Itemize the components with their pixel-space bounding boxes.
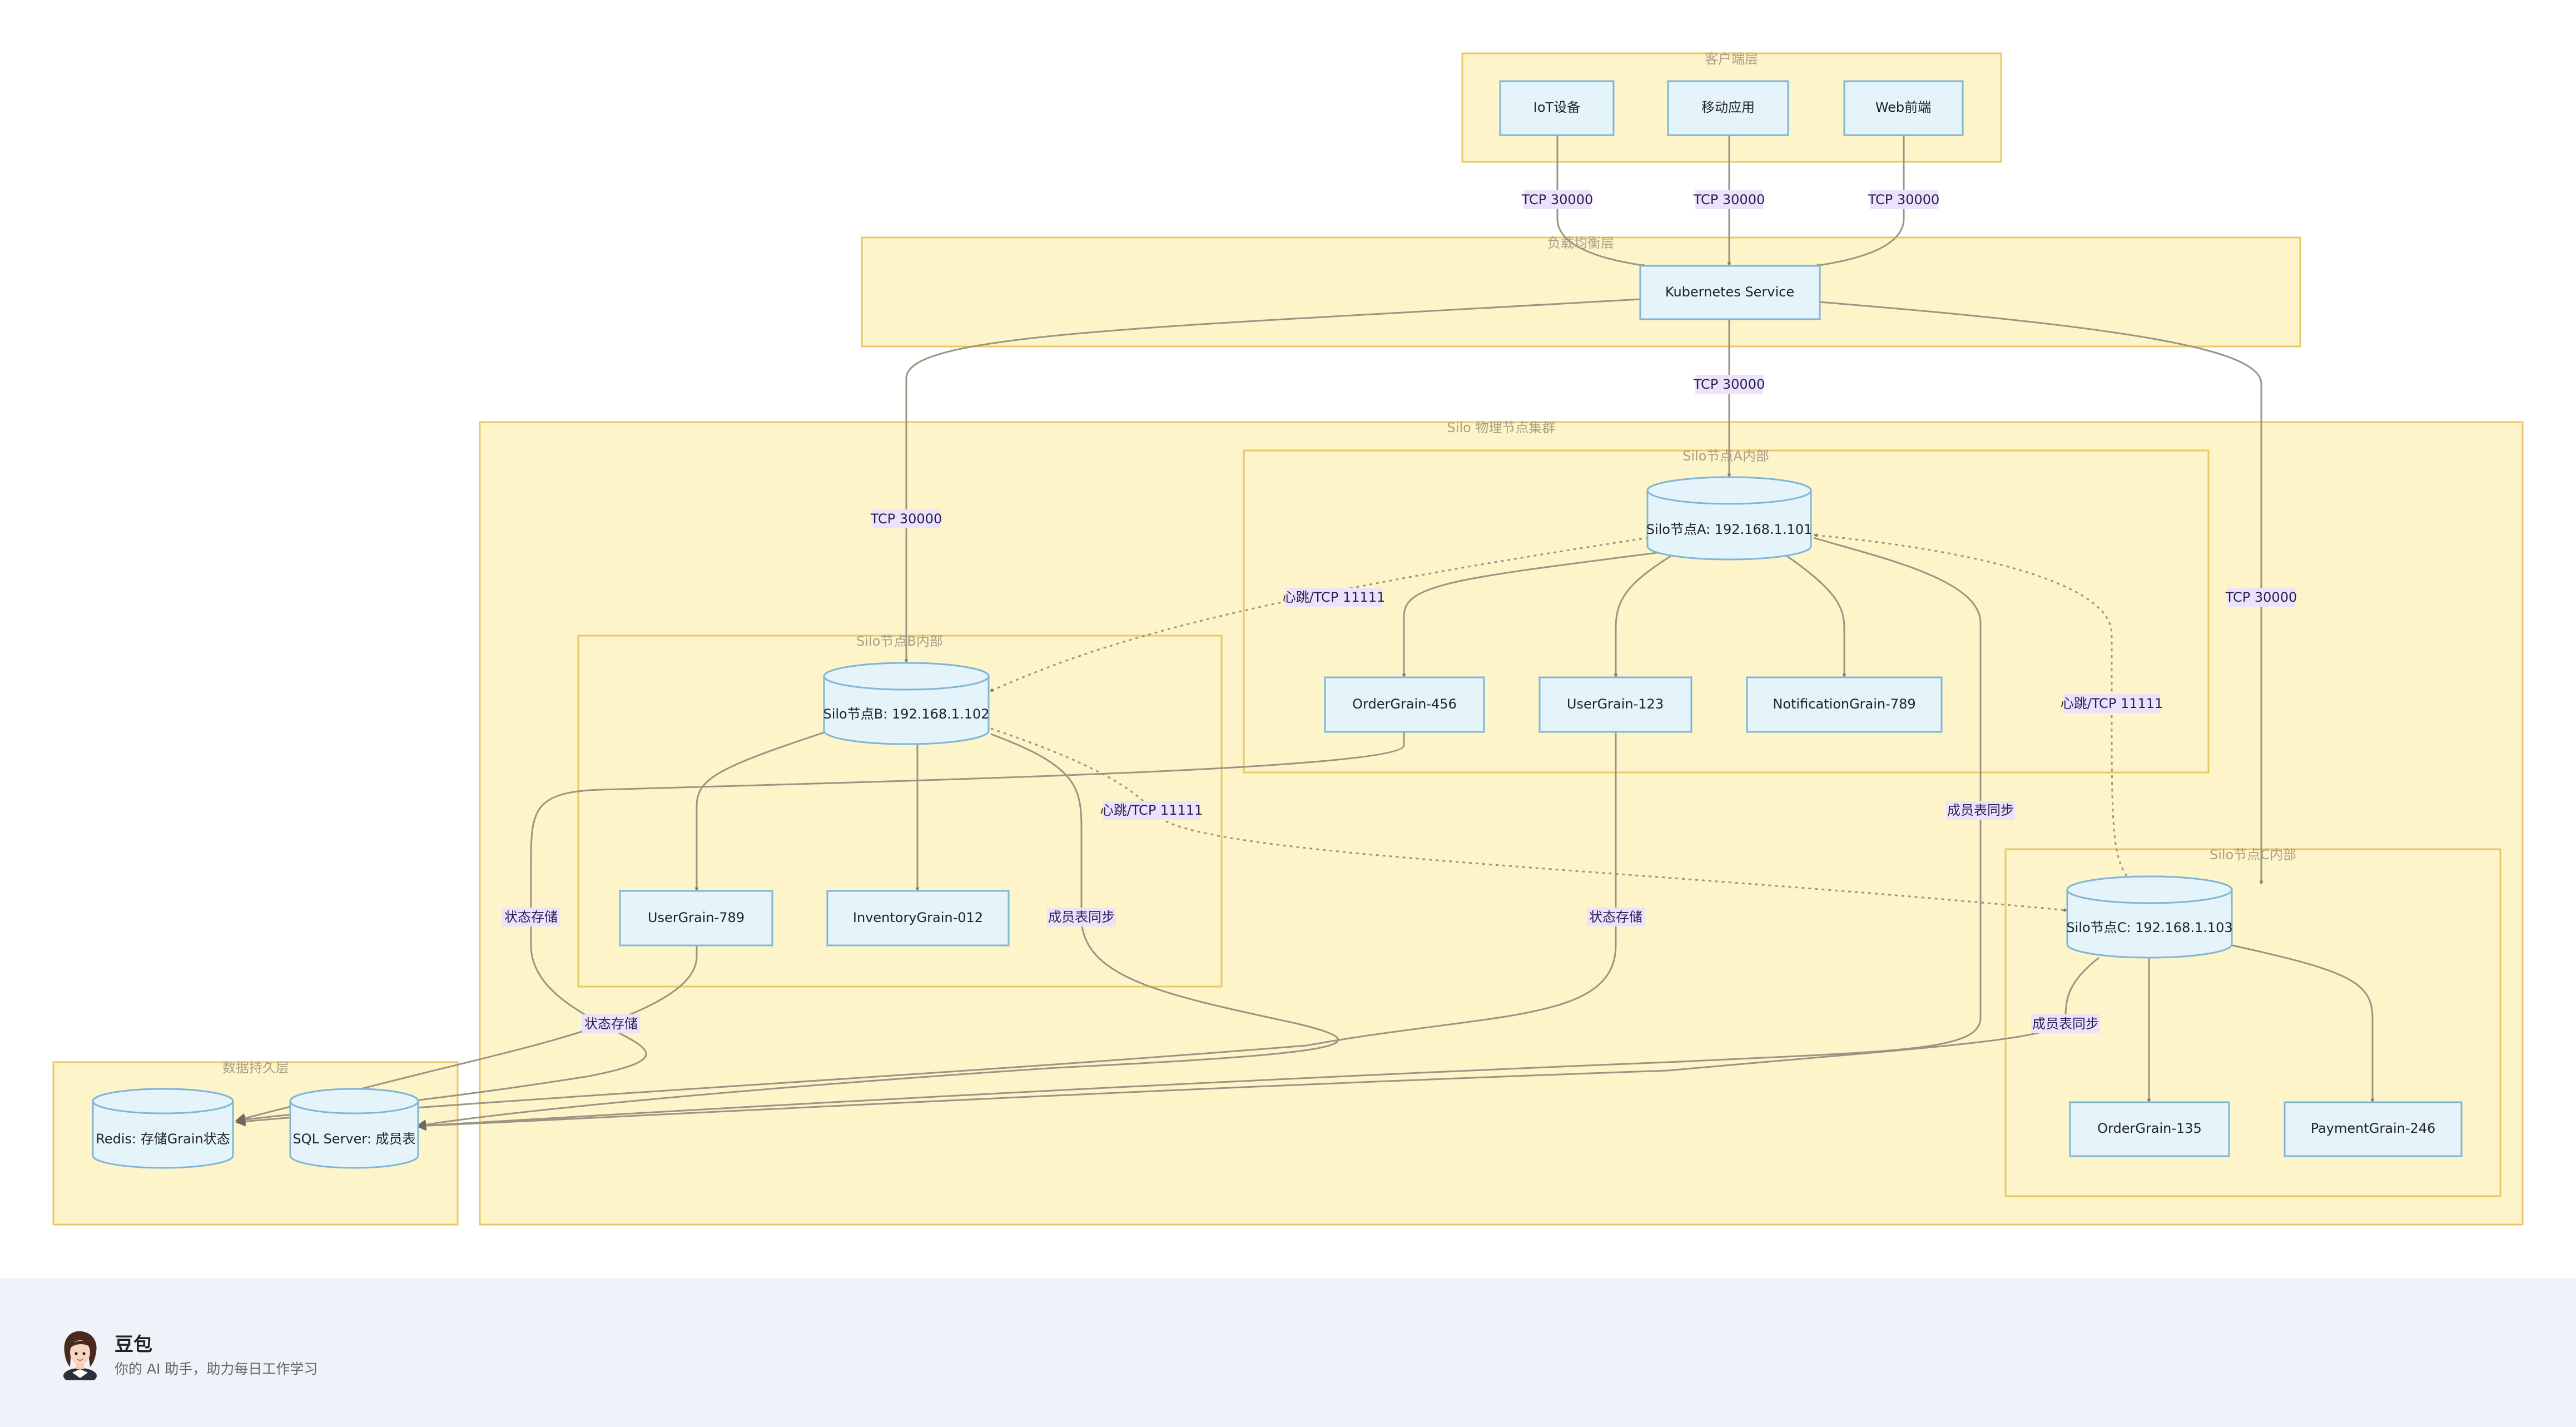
group-title-silo-b: Silo节点B内部 xyxy=(856,633,943,649)
edge-silo-a-order456 xyxy=(1402,551,1666,678)
node-k8s-service[interactable]: Kubernetes Service xyxy=(1639,265,1821,320)
footer-bar: 豆包 你的 AI 助手，助力每日工作学习 xyxy=(0,1278,2576,1427)
svg-text:Redis: 存储Grain状态: Redis: 存储Grain状态 xyxy=(96,1131,230,1147)
node-notification-grain-789[interactable]: NotificationGrain-789 xyxy=(1746,676,1943,733)
svg-text:成员表同步: 成员表同步 xyxy=(2032,1016,2099,1032)
svg-text:PaymentGrain-246: PaymentGrain-246 xyxy=(2311,1121,2436,1136)
node-user-grain-789[interactable]: UserGrain-789 xyxy=(619,890,773,947)
edge-label-member-a: 成员表同步 xyxy=(1946,801,2015,820)
node-payment-grain-246[interactable]: PaymentGrain-246 xyxy=(2284,1101,2463,1157)
edge-label-tcp-web: TCP 30000 xyxy=(1868,190,1939,209)
svg-text:成员表同步: 成员表同步 xyxy=(1048,909,1115,925)
svg-text:InventoryGrain-012: InventoryGrain-012 xyxy=(853,910,983,925)
group-title-silo-c: Silo节点C内部 xyxy=(2210,847,2296,863)
edge-silo-b-user789 xyxy=(694,729,833,891)
svg-text:心跳/TCP 11111: 心跳/TCP 11111 xyxy=(1100,802,1203,818)
svg-text:成员表同步: 成员表同步 xyxy=(1947,802,2014,818)
svg-text:TCP 30000: TCP 30000 xyxy=(1521,192,1593,207)
svg-text:TCP 30000: TCP 30000 xyxy=(2225,589,2297,605)
edge-label-tcp-iot: TCP 30000 xyxy=(1521,190,1593,209)
node-sql-server[interactable]: SQL Server: 成员表 xyxy=(289,1088,419,1169)
edge-silo-b-sql xyxy=(416,733,1339,1130)
svg-text:TCP 30000: TCP 30000 xyxy=(870,511,942,527)
svg-text:Silo节点C: 192.168.1.103: Silo节点C: 192.168.1.103 xyxy=(2066,920,2232,935)
edge-label-heartbeat-bc: 心跳/TCP 11111 xyxy=(1100,801,1203,820)
svg-text:心跳/TCP 11111: 心跳/TCP 11111 xyxy=(1283,589,1386,605)
svg-text:IoT设备: IoT设备 xyxy=(1533,100,1580,115)
edges xyxy=(235,135,2375,1131)
edge-label-tcp-mobile: TCP 30000 xyxy=(1693,190,1765,209)
svg-text:UserGrain-123: UserGrain-123 xyxy=(1567,696,1664,712)
edge-label-state-order456: 状态存储 xyxy=(502,908,560,926)
svg-text:状态存储: 状态存储 xyxy=(584,1016,638,1032)
edge-label-tcp-silo-c: TCP 30000 xyxy=(2225,588,2297,607)
node-silo-b[interactable]: Silo节点B: 192.168.1.102 xyxy=(823,662,990,745)
edge-silo-a-sql xyxy=(416,537,1982,1131)
svg-text:TCP 30000: TCP 30000 xyxy=(1693,376,1765,392)
edge-label-member-c: 成员表同步 xyxy=(2031,1014,2100,1033)
svg-text:SQL Server: 成员表: SQL Server: 成员表 xyxy=(292,1131,415,1147)
edge-label-tcp-silo-a: TCP 30000 xyxy=(1693,375,1765,394)
edge-iot-k8s xyxy=(1556,135,1646,267)
svg-text:UserGrain-789: UserGrain-789 xyxy=(648,910,744,925)
edge-heartbeat-a-b xyxy=(989,537,1649,692)
svg-text:OrderGrain-135: OrderGrain-135 xyxy=(2097,1121,2202,1136)
edge-order456-redis xyxy=(235,732,1405,1125)
edge-k8s-silo-b xyxy=(904,298,1641,663)
node-order-grain-135[interactable]: OrderGrain-135 xyxy=(2069,1101,2230,1157)
edge-silo-a-user123 xyxy=(1614,555,1671,678)
group-title-persist: 数据持久层 xyxy=(222,1060,289,1076)
edge-label-heartbeat-ab: 心跳/TCP 11111 xyxy=(1283,588,1386,607)
edge-silo-c-pay246 xyxy=(2232,944,2375,1103)
svg-text:状态存储: 状态存储 xyxy=(1589,909,1642,925)
svg-text:状态存储: 状态存储 xyxy=(504,909,558,925)
architecture-diagram: 客户端层 负载均衡层 Silo 物理节点集群 Silo节点A内部 Silo节点B… xyxy=(52,51,2524,1226)
svg-text:Kubernetes Service: Kubernetes Service xyxy=(1665,284,1794,300)
group-title-cluster: Silo 物理节点集群 xyxy=(1447,420,1556,435)
svg-text:TCP 30000: TCP 30000 xyxy=(1693,192,1765,207)
node-silo-a[interactable]: Silo节点A: 192.168.1.101 xyxy=(1646,476,1813,561)
edge-label-state-user789: 状态存储 xyxy=(582,1014,640,1033)
group-load-balancer-layer: 负载均衡层 xyxy=(861,235,2301,348)
edge-label-member-b: 成员表同步 xyxy=(1047,908,1116,926)
group-title-silo-a: Silo节点A内部 xyxy=(1682,448,1769,464)
group-title-client: 客户端层 xyxy=(1705,51,1758,67)
node-iot[interactable]: IoT设备 xyxy=(1499,80,1615,136)
edge-label-tcp-silo-b: TCP 30000 xyxy=(870,509,942,528)
node-user-grain-123[interactable]: UserGrain-123 xyxy=(1538,676,1692,733)
node-silo-c[interactable]: Silo节点C: 192.168.1.103 xyxy=(2066,875,2233,959)
brand-tagline: 你的 AI 助手，助力每日工作学习 xyxy=(115,1361,318,1377)
svg-text:TCP 30000: TCP 30000 xyxy=(1868,192,1939,207)
edge-heartbeat-c-a xyxy=(1813,533,2128,876)
node-order-grain-456[interactable]: OrderGrain-456 xyxy=(1324,676,1485,733)
svg-text:OrderGrain-456: OrderGrain-456 xyxy=(1352,696,1457,712)
edge-label-state-user123: 状态存储 xyxy=(1587,908,1645,926)
brand-name: 豆包 xyxy=(115,1334,152,1356)
svg-text:Web前端: Web前端 xyxy=(1875,100,1931,115)
node-redis[interactable]: Redis: 存储Grain状态 xyxy=(92,1088,234,1169)
svg-text:Silo节点B: 192.168.1.102: Silo节点B: 192.168.1.102 xyxy=(823,706,989,722)
svg-text:移动应用: 移动应用 xyxy=(1701,100,1755,115)
edge-silo-a-notif789 xyxy=(1786,555,1847,678)
edge-k8s-silo-c xyxy=(1819,301,2264,885)
svg-text:NotificationGrain-789: NotificationGrain-789 xyxy=(1773,696,1915,712)
edge-label-heartbeat-ca: 心跳/TCP 11111 xyxy=(2061,694,2163,713)
svg-text:心跳/TCP 11111: 心跳/TCP 11111 xyxy=(2061,696,2163,711)
avatar-icon xyxy=(63,1331,97,1380)
edge-user123-redis xyxy=(235,732,1617,1127)
node-web[interactable]: Web前端 xyxy=(1843,80,1964,136)
edge-labels: TCP 30000 TCP 30000 TCP 30000 TCP 30000 … xyxy=(502,190,2297,1033)
edge-web-k8s xyxy=(1815,135,1905,267)
node-inventory-grain-012[interactable]: InventoryGrain-012 xyxy=(826,890,1010,947)
svg-text:Silo节点A: 192.168.1.101: Silo节点A: 192.168.1.101 xyxy=(1646,522,1813,537)
node-mobile[interactable]: 移动应用 xyxy=(1667,80,1789,136)
